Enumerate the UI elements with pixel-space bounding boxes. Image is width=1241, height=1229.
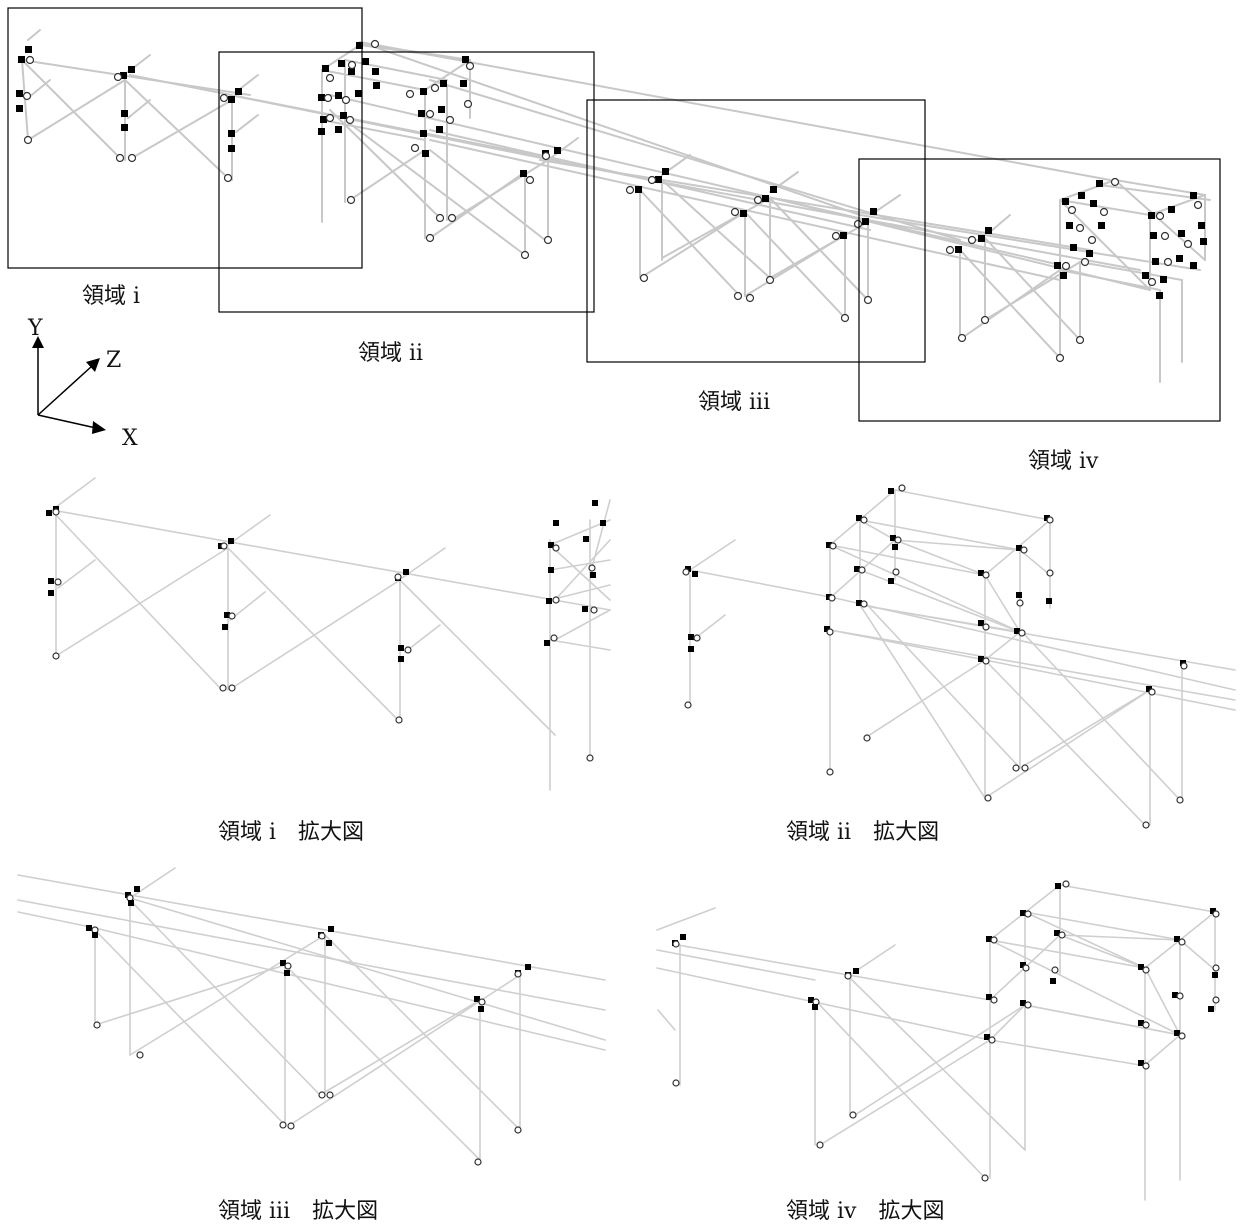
axis-triad: [32, 336, 106, 434]
zoom-i-model: [46, 477, 611, 791]
region-box-ii: [218, 51, 595, 313]
region-iv-label: 領域 iv: [1028, 449, 1099, 474]
zoom-iv-model: [656, 880, 1220, 1201]
region-box-i: [7, 7, 363, 269]
region-ii-label: 領域 ii: [358, 341, 424, 366]
axis-y-label: Y: [28, 316, 43, 341]
zoom-iv-label: 領域 iv 拡大図: [786, 1199, 945, 1224]
axis-z-label: Z: [106, 348, 122, 373]
axis-x-label: X: [122, 426, 138, 451]
zoom-iii-model: [17, 867, 606, 1166]
overview-model: [7, 7, 1221, 422]
zoom-i-label: 領域 i 拡大図: [218, 820, 365, 845]
region-i-label: 領域 i: [82, 284, 141, 309]
zoom-ii-model: [682, 484, 1236, 829]
region-box-iii: [586, 99, 926, 363]
region-iii-label: 領域 iii: [698, 390, 771, 415]
overview-supports: [16, 39, 1207, 363]
zoom-ii-label: 領域 ii 拡大図: [786, 820, 940, 845]
overview-members: [21, 29, 1211, 383]
zoom-iii-label: 領域 iii 拡大図: [218, 1199, 379, 1224]
region-box-iv: [858, 158, 1221, 422]
